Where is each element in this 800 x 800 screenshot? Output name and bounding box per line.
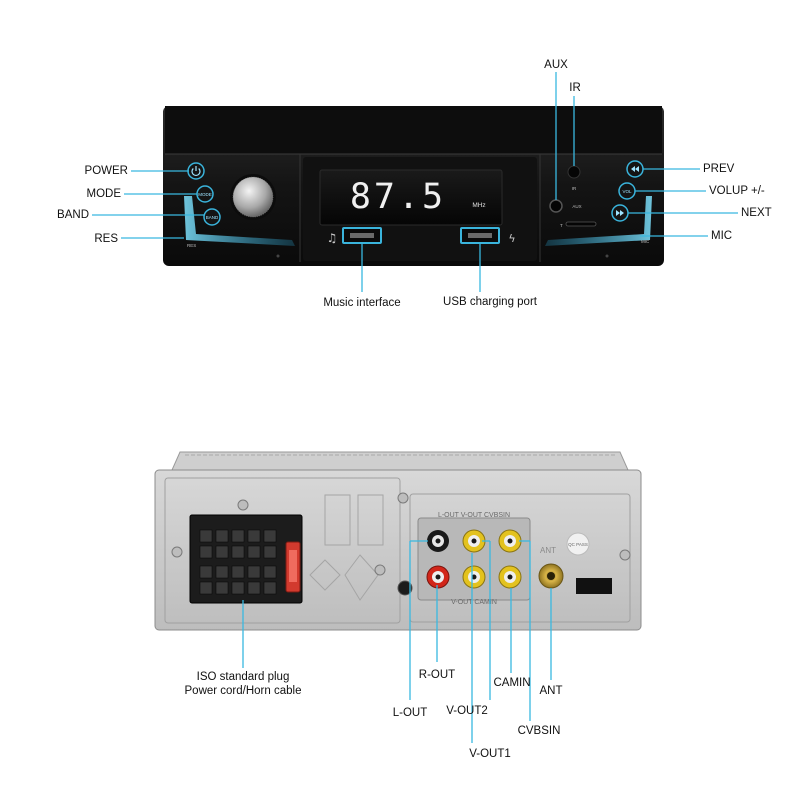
reset-hole — [276, 254, 280, 258]
callout-music-interface: Music interface — [323, 297, 401, 309]
callout-usb-charging: USB charging port — [443, 296, 537, 308]
power-icon — [191, 168, 201, 177]
qc-sticker-label: QC PASS — [568, 542, 588, 547]
lcd-display — [319, 169, 503, 226]
front-panel-top-strip — [165, 106, 662, 154]
screw-icon — [374, 564, 386, 576]
t-tiny-label: T — [560, 223, 563, 228]
rear-callout-lines — [242, 540, 552, 743]
callout-next: NEXT — [741, 207, 772, 219]
aux-jack[interactable] — [549, 199, 563, 213]
screw-icon — [171, 546, 183, 558]
left-ambient-light — [184, 196, 295, 246]
vent-ribs — [309, 494, 384, 601]
mic-hole — [605, 254, 609, 258]
ir-sensor — [567, 165, 581, 179]
callout-volup: VOLUP +/- — [709, 185, 765, 197]
screw-icon — [619, 549, 631, 561]
lightning-icon: ϟ — [508, 232, 515, 245]
callout-iso-line1: ISO standard plug — [196, 671, 290, 683]
rca-footer-label: V-OUT CAMIN — [451, 599, 497, 606]
front-callout-lines — [92, 72, 738, 292]
callout-res: RES — [94, 233, 118, 245]
callout-power: POWER — [84, 165, 128, 177]
music-note-icon: ♫ — [327, 231, 338, 245]
callout-ant: ANT — [539, 685, 563, 697]
prev-icon — [631, 166, 639, 172]
rca-header-label: L-OUT V-OUT CVBSIN — [438, 512, 510, 519]
callout-l-out: L-OUT — [392, 707, 428, 719]
callout-aux: AUX — [544, 59, 568, 71]
callout-ir: IR — [569, 82, 581, 94]
ant-mark: ANT — [540, 546, 556, 555]
ir-tiny-label: IR — [572, 186, 577, 191]
frequency-unit: MHz — [472, 202, 485, 209]
volume-knob[interactable] — [233, 177, 273, 217]
iso-pins — [199, 529, 277, 595]
callout-mic: MIC — [711, 230, 733, 242]
callout-mode: MODE — [86, 188, 122, 200]
ground-post — [397, 580, 413, 596]
mode-button-label: MODE — [198, 192, 212, 197]
band-button[interactable] — [203, 208, 221, 226]
band-button-label: BAND — [206, 215, 219, 220]
callout-cvbsin: CVBSIN — [517, 725, 561, 737]
aux-tiny-label: AUX — [572, 204, 581, 209]
screw-icon — [237, 499, 249, 511]
screw-icon — [397, 492, 409, 504]
res-tiny-label: RES — [187, 243, 196, 248]
volup-button-label: VOL — [622, 189, 632, 194]
callout-r-out: R-OUT — [418, 669, 456, 681]
qc-sticker — [566, 532, 590, 556]
callout-v-out1: V-OUT1 — [469, 748, 511, 760]
rear-black-tag — [576, 578, 612, 594]
rear-panel: L-OUT V-OUT CVBSIN V-OUT CAMIN ANT QC PA… — [154, 451, 642, 631]
callout-prev: PREV — [703, 163, 735, 175]
front-panel: 87.5 MHz ♫ ϟ MODE BAND RES IR AUX T — [163, 106, 664, 266]
right-ambient-light — [545, 196, 652, 246]
frequency-readout: 87.5 — [350, 177, 446, 217]
callout-iso-line2: Power cord/Horn cable — [184, 685, 302, 697]
callout-v-out2: V-OUT2 — [446, 705, 488, 717]
next-icon — [616, 210, 624, 216]
mic-tiny-label: MIC — [641, 239, 650, 244]
tf-card-slot[interactable] — [565, 221, 597, 227]
callout-band: BAND — [57, 209, 89, 221]
callout-camin: CAMIN — [493, 677, 531, 689]
